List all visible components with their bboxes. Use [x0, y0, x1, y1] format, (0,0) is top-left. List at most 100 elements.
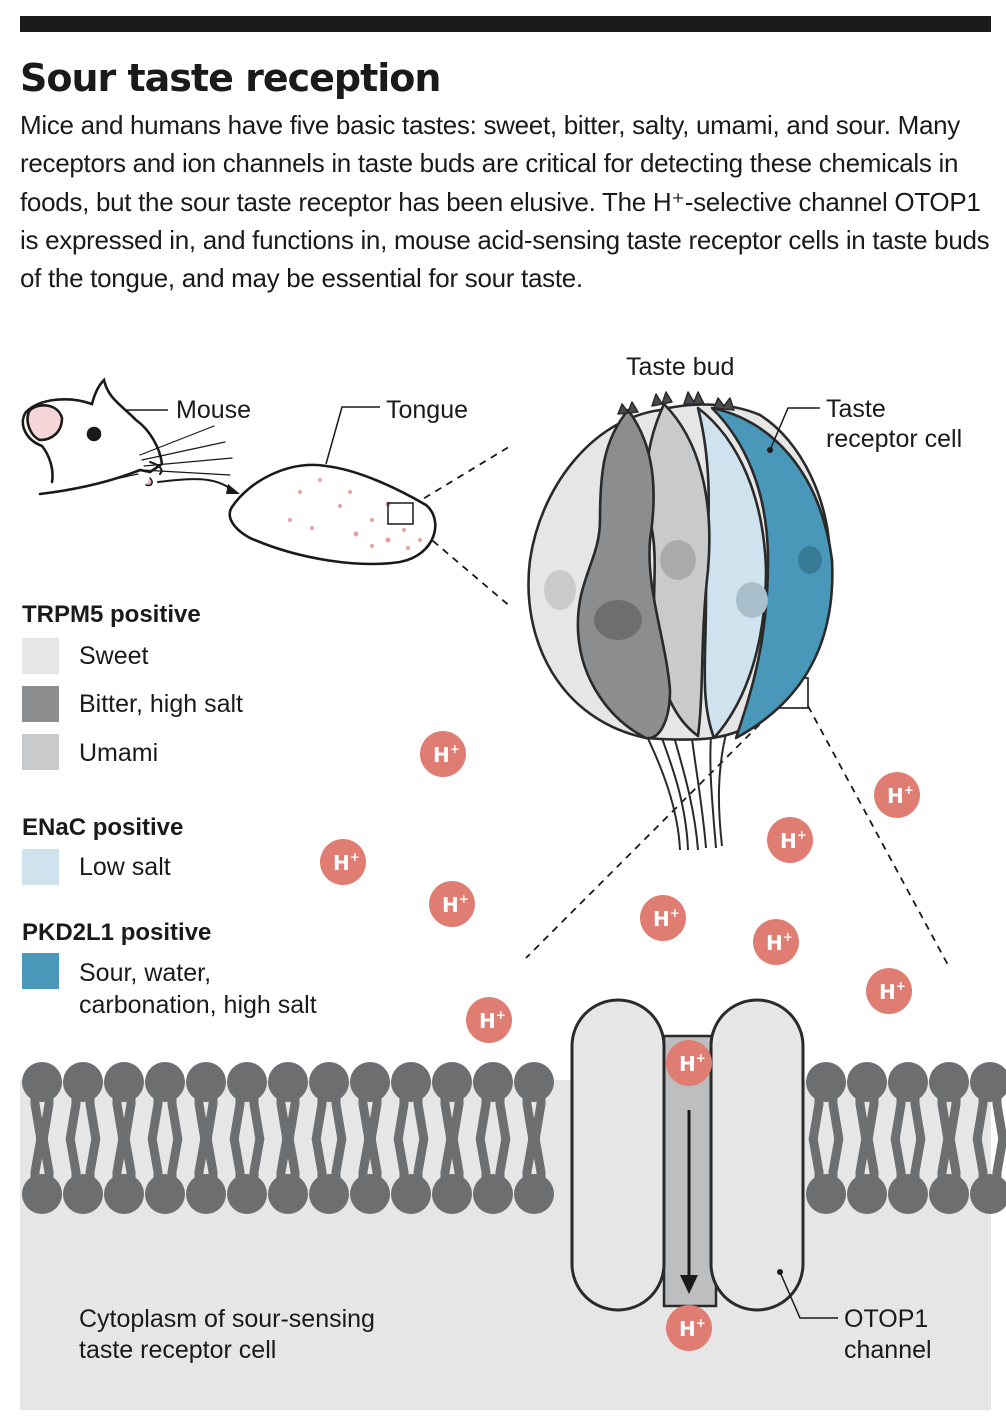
lipid-tail [863, 1082, 879, 1141]
lipid-head [350, 1174, 390, 1214]
lipid-tail [366, 1082, 382, 1141]
lipid-head [145, 1174, 185, 1214]
lipid-tail [311, 1082, 327, 1141]
lipid-tail [530, 1137, 546, 1194]
lipid-head [63, 1062, 103, 1102]
lipid-head [104, 1062, 144, 1102]
proton-icon [666, 1040, 712, 1086]
lipid-head [473, 1174, 513, 1214]
legend-label-sour-1: Sour, water, [79, 959, 211, 987]
proton-icon [429, 881, 475, 927]
taste-receptor-callout [769, 407, 820, 451]
cell-membrane [22, 1062, 1006, 1214]
otop1-callout [779, 1271, 838, 1319]
lipid-tail [440, 1137, 456, 1194]
lipid-tail [194, 1082, 210, 1141]
legend-label-sweet: Sweet [79, 642, 149, 670]
lipid-tail [522, 1137, 538, 1194]
lipid-tail [413, 1082, 429, 1141]
lipid-tail [249, 1137, 265, 1194]
taste-receptor-label-2: receptor cell [826, 425, 962, 453]
lipid-head [806, 1062, 846, 1102]
nucleus-sour [798, 546, 822, 574]
lipid-tail [863, 1137, 879, 1194]
lipid-tail [120, 1082, 136, 1141]
nucleus-low-salt [736, 582, 768, 618]
nucleus-bitter [594, 600, 642, 640]
lipid-head [309, 1062, 349, 1102]
intro-paragraph: Mice and humans have five basic tastes: … [20, 110, 990, 294]
proton-icon [866, 968, 912, 1014]
lipid-tail [530, 1082, 546, 1141]
lipid-head [186, 1174, 226, 1214]
lipid-head [929, 1062, 969, 1102]
mouse-label: Mouse [176, 396, 251, 424]
lipid-tail [202, 1137, 218, 1194]
lipid-head [847, 1062, 887, 1102]
lipid-head [145, 1062, 185, 1102]
lipid-head [432, 1062, 472, 1102]
lipid-tail [202, 1082, 218, 1141]
lipid-tail [808, 1137, 824, 1194]
lipid-tail [828, 1082, 844, 1141]
lipid-tail [284, 1137, 300, 1194]
proton-icon [874, 772, 920, 818]
otop1-label-1: OTOP1 [844, 1305, 928, 1333]
lipid-tail [65, 1137, 81, 1194]
lipid-tail [229, 1082, 245, 1141]
lipid-tail [475, 1082, 491, 1141]
proton-icon [466, 997, 512, 1043]
legend-label-bitter: Bitter, high salt [79, 690, 243, 718]
lipid-tail [890, 1137, 906, 1194]
lipid-head [22, 1062, 62, 1102]
arrow-head-icon [680, 1275, 698, 1294]
lipid-tail [311, 1137, 327, 1194]
lipid-tail [366, 1137, 382, 1194]
lipid-tail [855, 1137, 871, 1194]
proton-label: H+ [433, 742, 460, 767]
lipid-tail [393, 1137, 409, 1194]
lipid-tail [448, 1082, 464, 1141]
legend-swatch-bitter [22, 686, 59, 722]
lipid-head [432, 1174, 472, 1214]
lipid-tail [992, 1082, 1006, 1141]
lipid-head [22, 1174, 62, 1214]
otop1-channel [570, 998, 805, 1312]
lipid-tail [992, 1137, 1006, 1194]
lipid-tail [393, 1082, 409, 1141]
proton-icon [753, 919, 799, 965]
lipid-tail [331, 1082, 347, 1141]
lipid-tail [855, 1082, 871, 1141]
top-rule [20, 16, 991, 32]
lipid-tail [276, 1137, 292, 1194]
proton-icon [767, 817, 813, 863]
lipid-head [350, 1062, 390, 1102]
lipid-head [186, 1062, 226, 1102]
lipid-head [391, 1062, 431, 1102]
lipid-tail [30, 1137, 46, 1194]
lipid-tail [38, 1137, 54, 1194]
lipid-tail [413, 1137, 429, 1194]
lipid-tail [194, 1137, 210, 1194]
proton-icon [666, 1305, 712, 1351]
lipid-head [268, 1062, 308, 1102]
lipid-head [473, 1062, 513, 1102]
lipid-tail [440, 1082, 456, 1141]
legend-swatch-sour [22, 953, 59, 989]
legend-heading-pkd2l1: PKD2L1 positive [22, 919, 211, 946]
lipid-tail [972, 1082, 988, 1141]
lipid-tail [495, 1137, 511, 1194]
cytoplasm-label-1: Cytoplasm of sour-sensing [79, 1305, 375, 1333]
lipid-head [847, 1174, 887, 1214]
lipid-head [929, 1174, 969, 1214]
lipid-head [268, 1174, 308, 1214]
otop1-label-2: channel [844, 1336, 932, 1364]
lipid-tail [828, 1137, 844, 1194]
lipid-tail [249, 1082, 265, 1141]
legend-swatch-umami [22, 734, 59, 770]
lipid-head [227, 1174, 267, 1214]
lipid-tail [229, 1137, 245, 1194]
lipid-head [806, 1174, 846, 1214]
lipid-tail [972, 1137, 988, 1194]
zoom-lines [412, 444, 949, 966]
